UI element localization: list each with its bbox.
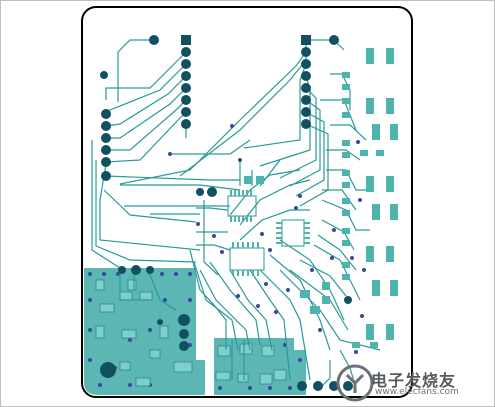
watermark-url-text: www.elecfans.com xyxy=(375,387,459,397)
pour-large-pads xyxy=(100,314,190,378)
pad-column-left xyxy=(101,109,111,181)
ic-center xyxy=(276,219,310,247)
connector-right xyxy=(301,35,339,129)
ic-lower xyxy=(229,242,265,276)
elecfans-logo-icon xyxy=(336,364,374,402)
ic-upper xyxy=(227,190,257,222)
smd-pads-right xyxy=(244,48,398,348)
watermark-cn-text: 电子发烧友 xyxy=(371,371,457,390)
connector-left xyxy=(100,35,191,129)
pour-smd-pads xyxy=(95,279,287,387)
elecfans-watermark: 电子发烧友 www.elecfans.com xyxy=(335,363,485,403)
vias xyxy=(118,124,366,391)
